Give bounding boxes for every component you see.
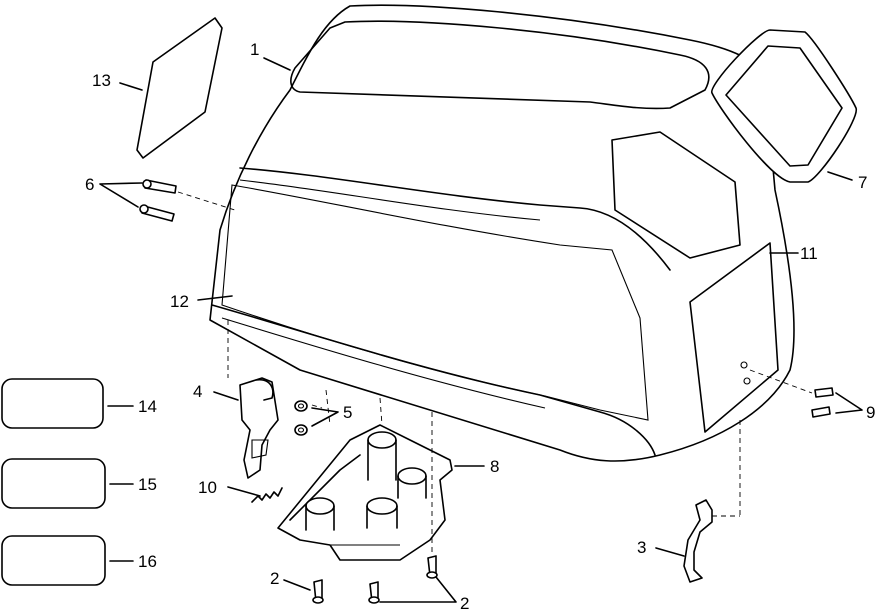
- callout-8: 8: [490, 457, 499, 476]
- callout-2: 2: [270, 569, 279, 588]
- assembly-lines: [227, 320, 741, 555]
- callout-1: 1: [250, 40, 259, 59]
- base-bracket-8: [277, 424, 453, 561]
- callout-5: 5: [343, 403, 352, 422]
- engine-cover: [209, 4, 795, 462]
- callout-3: 3: [637, 538, 646, 557]
- callout-11: 11: [800, 244, 818, 263]
- decal-box-16: [1, 535, 106, 586]
- callout-2-pair: 2: [460, 594, 469, 613]
- callout-13: 13: [92, 71, 111, 90]
- callout-9: 9: [866, 403, 875, 422]
- callout-7: 7: [858, 173, 867, 192]
- latch-4: [239, 377, 279, 479]
- leader-lines: [99, 57, 863, 603]
- callout-12: 12: [170, 292, 189, 311]
- callout-15: 15: [138, 475, 157, 494]
- callout-10: 10: [198, 478, 217, 497]
- callout-14: 14: [138, 397, 157, 416]
- spring-10: [251, 487, 283, 503]
- callout-16: 16: [138, 552, 157, 571]
- pins-6: [139, 179, 236, 222]
- decal-box-14: [1, 378, 104, 429]
- decal-box-15: [1, 458, 106, 509]
- pins-9: [749, 369, 834, 418]
- washers-5: [294, 400, 308, 436]
- callout-6: 6: [85, 175, 94, 194]
- callout-4: 4: [193, 382, 202, 401]
- hook-3: [683, 499, 740, 583]
- screws-2: [312, 555, 438, 604]
- decal-13: [136, 17, 223, 159]
- window-seal-7: [711, 29, 857, 183]
